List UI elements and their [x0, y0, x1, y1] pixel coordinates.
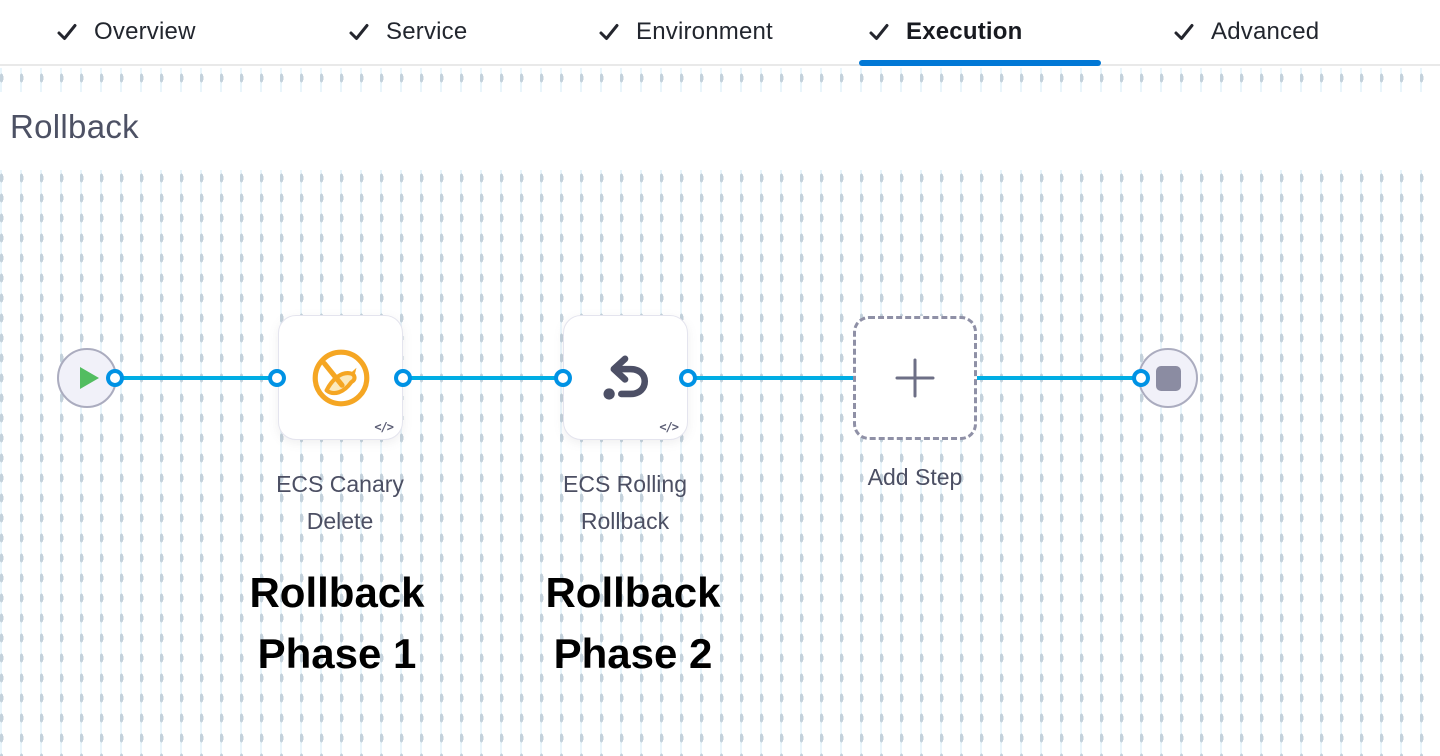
tab-environment-label: Environment	[636, 18, 773, 45]
port-start-out[interactable]	[106, 369, 124, 387]
stop-icon	[1155, 365, 1181, 391]
check-icon	[869, 24, 889, 40]
section-title-band: Rollback	[0, 92, 1440, 170]
tab-service[interactable]: Service	[347, 0, 467, 64]
check-icon	[599, 24, 619, 40]
step-node-ecs-rolling-rollback[interactable]: </>	[563, 315, 688, 440]
pipeline-end-node	[1138, 348, 1198, 408]
port-canary-out[interactable]	[394, 369, 412, 387]
tab-execution-label: Execution	[906, 18, 1023, 45]
check-icon	[57, 24, 77, 40]
step-label-ecs-canary-delete: ECS Canary Delete	[276, 471, 404, 534]
port-end-in[interactable]	[1132, 369, 1150, 387]
step-label-ecs-rolling-rollback: ECS Rolling Rollback	[563, 471, 687, 534]
wizard-tabbar: Overview Service Environment Execution A…	[0, 0, 1440, 66]
tab-advanced[interactable]: Advanced	[1172, 0, 1319, 64]
add-step-button[interactable]	[853, 316, 977, 440]
active-tab-underline	[859, 60, 1101, 66]
port-rollback-in[interactable]	[554, 369, 572, 387]
tab-advanced-label: Advanced	[1211, 18, 1320, 45]
section-title: Rollback	[10, 108, 139, 145]
check-icon	[349, 24, 369, 40]
add-step-label: Add Step	[867, 464, 963, 490]
code-icon: </>	[659, 420, 679, 434]
tab-overview-label: Overview	[94, 18, 196, 45]
tab-environment[interactable]: Environment	[597, 0, 773, 64]
play-icon	[80, 367, 99, 389]
tab-execution[interactable]: Execution	[867, 0, 1023, 64]
pipeline-start-node	[57, 348, 117, 408]
port-rollback-out[interactable]	[679, 369, 697, 387]
annotation-rollback-phase-2: Rollback Phase 2	[545, 569, 721, 677]
canary-delete-icon	[312, 349, 369, 406]
pipeline-canvas[interactable]: Rollback </> </>	[0, 68, 1440, 756]
port-canary-in[interactable]	[268, 369, 286, 387]
plus-icon	[895, 358, 935, 398]
check-icon	[1174, 24, 1194, 40]
tab-overview[interactable]: Overview	[55, 0, 196, 64]
annotation-rollback-phase-1: Rollback Phase 1	[249, 569, 425, 677]
rolling-rollback-icon	[603, 355, 648, 400]
tab-service-label: Service	[386, 18, 468, 45]
code-icon: </>	[374, 420, 394, 434]
step-node-ecs-canary-delete[interactable]: </>	[278, 315, 403, 440]
